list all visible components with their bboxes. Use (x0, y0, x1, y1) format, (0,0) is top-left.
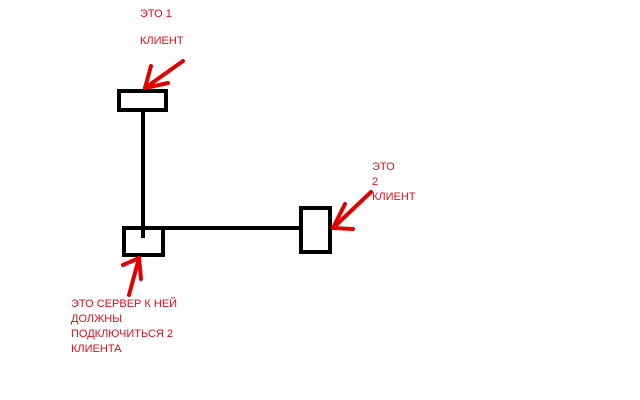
server-label-line1: ЭТО СЕРВЕР К НЕЙ (71, 298, 178, 310)
server-box (122, 226, 165, 257)
server-label-line2: ДОЛЖНЫ (71, 313, 122, 325)
client2-label-line3: КЛИЕНТ (372, 191, 416, 203)
server-label-line4: КЛИЕНТА (71, 343, 122, 355)
client1-label-line2: КЛИЕНТ (140, 35, 184, 47)
client1-box (117, 89, 168, 112)
client2-label-line1: ЭТО (372, 161, 395, 173)
client2-box (299, 206, 332, 254)
arrow-to-server (121, 256, 143, 297)
arrow-to-client2 (331, 190, 373, 231)
server-label-line3: ПОДКЛЮЧИТЬСЯ 2 (71, 328, 174, 340)
arrow-to-client1 (143, 59, 185, 90)
client1-label-line1: ЭТО 1 (140, 8, 172, 20)
client2-label-line2: 2 (372, 176, 379, 188)
